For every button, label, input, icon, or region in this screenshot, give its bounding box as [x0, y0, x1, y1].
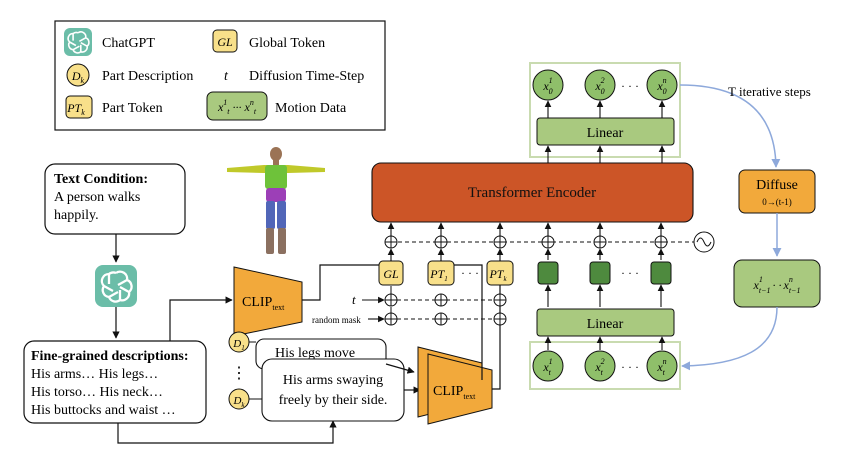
- svg-text:PTk: PTk: [488, 267, 507, 283]
- svg-text:His arms swaying: His arms swaying: [283, 373, 383, 388]
- svg-text:x20: x20: [594, 76, 604, 96]
- svg-text:x10: x10: [542, 76, 552, 96]
- human-body-figure: [227, 147, 325, 254]
- input-dots: · · ·: [621, 360, 639, 374]
- part-description-vdots: ⋮: [231, 365, 247, 382]
- legend-part-description-icon: Dk: [66, 63, 90, 87]
- motion-embeddings: [537, 261, 672, 285]
- svg-text:x1t−1· ·xnt−1: x1t−1· ·xnt−1: [753, 275, 801, 295]
- random-mask-label: random mask: [312, 315, 361, 325]
- fine-grained-line3: His buttocks and waist …: [31, 403, 176, 418]
- svg-text:PT1: PT1: [429, 267, 448, 283]
- svg-text:x1t ··· xnt: x1t ··· xnt: [217, 98, 257, 116]
- text-condition-line2: happily.: [54, 208, 99, 223]
- transformer-encoder: Transformer Encoder: [371, 162, 694, 223]
- svg-text:His legs move: His legs move: [275, 346, 355, 361]
- fine-grained-box: Fine-grained descriptions: His arms… His…: [23, 340, 207, 424]
- iterative-steps-label: T iterative steps: [728, 84, 811, 99]
- svg-text:D1: D1: [232, 338, 244, 352]
- timestep-and-mask-lines: [362, 286, 507, 326]
- text-condition-title: Text Condition:: [54, 172, 148, 187]
- fine-grained-line2: His torso… His neck…: [31, 385, 163, 400]
- chatgpt-node-icon: [95, 265, 137, 307]
- legend-chatgpt-label: ChatGPT: [102, 36, 155, 51]
- legend-global-token-icon: GL: [212, 29, 238, 53]
- embedding-dots: · · ·: [621, 266, 639, 280]
- diffuse-box: Diffuse 0→(t-1): [738, 169, 816, 214]
- svg-text:freely by their side.: freely by their side.: [279, 393, 388, 408]
- fine-grained-line1: His arms… His legs…: [31, 367, 158, 382]
- legend: ChatGPT GL Global Token Dk Part Descript…: [54, 20, 386, 131]
- text-condition-box: Text Condition: A person walks happily.: [44, 163, 186, 235]
- legend-global-token-label: Global Token: [249, 36, 325, 51]
- svg-text:Linear: Linear: [587, 126, 624, 141]
- fine-grained-title: Fine-grained descriptions:: [31, 349, 189, 364]
- desc-card-front: His arms swaying freely by their side.: [261, 358, 405, 422]
- clip-text-encoder-top: CLIPtext: [233, 266, 303, 337]
- text-condition-line1: A person walks: [54, 190, 140, 205]
- svg-text:CLIPtext: CLIPtext: [433, 384, 476, 401]
- output-dots: · · ·: [621, 79, 639, 93]
- part-token-dots: · · ·: [461, 266, 479, 280]
- global-token: GL: [378, 260, 404, 286]
- legend-motion-data-icon: x1t ··· xnt: [206, 91, 268, 121]
- output-frame: [529, 62, 681, 158]
- svg-text:xnt: xnt: [656, 357, 666, 377]
- token-columns: [384, 222, 715, 260]
- svg-text:x2t: x2t: [594, 357, 604, 377]
- legend-motion-data-label: Motion Data: [275, 101, 347, 116]
- svg-text:Linear: Linear: [587, 317, 624, 332]
- part-description-dk-icon: Dk: [228, 388, 250, 410]
- part-token-k: PTk: [486, 260, 514, 286]
- chatgpt-icon: [64, 28, 92, 56]
- legend-part-token-label: Part Token: [102, 101, 163, 116]
- svg-text:GL: GL: [383, 267, 399, 281]
- timestep-label: t: [352, 292, 356, 307]
- svg-text:Transformer Encoder: Transformer Encoder: [468, 185, 596, 201]
- clip-text-encoder-bottom: CLIPtext: [417, 346, 493, 425]
- linear-layer-bottom: Linear: [536, 308, 675, 337]
- positional-encoding-icon: [693, 231, 715, 253]
- legend-timestep-label: Diffusion Time-Step: [249, 69, 364, 84]
- input-frame: [529, 341, 681, 390]
- svg-text:Dk: Dk: [232, 395, 245, 409]
- part-token-1: PT1: [427, 260, 455, 286]
- svg-text:x1t: x1t: [542, 357, 552, 377]
- svg-text:GL: GL: [217, 35, 233, 49]
- legend-part-token-icon: PTk: [65, 95, 93, 119]
- svg-text:Diffuse: Diffuse: [756, 178, 798, 193]
- svg-text:CLIPtext: CLIPtext: [242, 295, 285, 312]
- svg-text:Dk: Dk: [71, 69, 85, 85]
- part-description-d1-icon: D1: [228, 331, 250, 353]
- linear-layer-top: Linear: [536, 117, 675, 146]
- svg-text:xn0: xn0: [656, 76, 666, 96]
- svg-text:PTk: PTk: [66, 101, 85, 117]
- svg-text:0→(t-1): 0→(t-1): [762, 197, 792, 207]
- legend-part-description-label: Part Description: [102, 69, 193, 84]
- legend-timestep-symbol: t: [224, 69, 229, 84]
